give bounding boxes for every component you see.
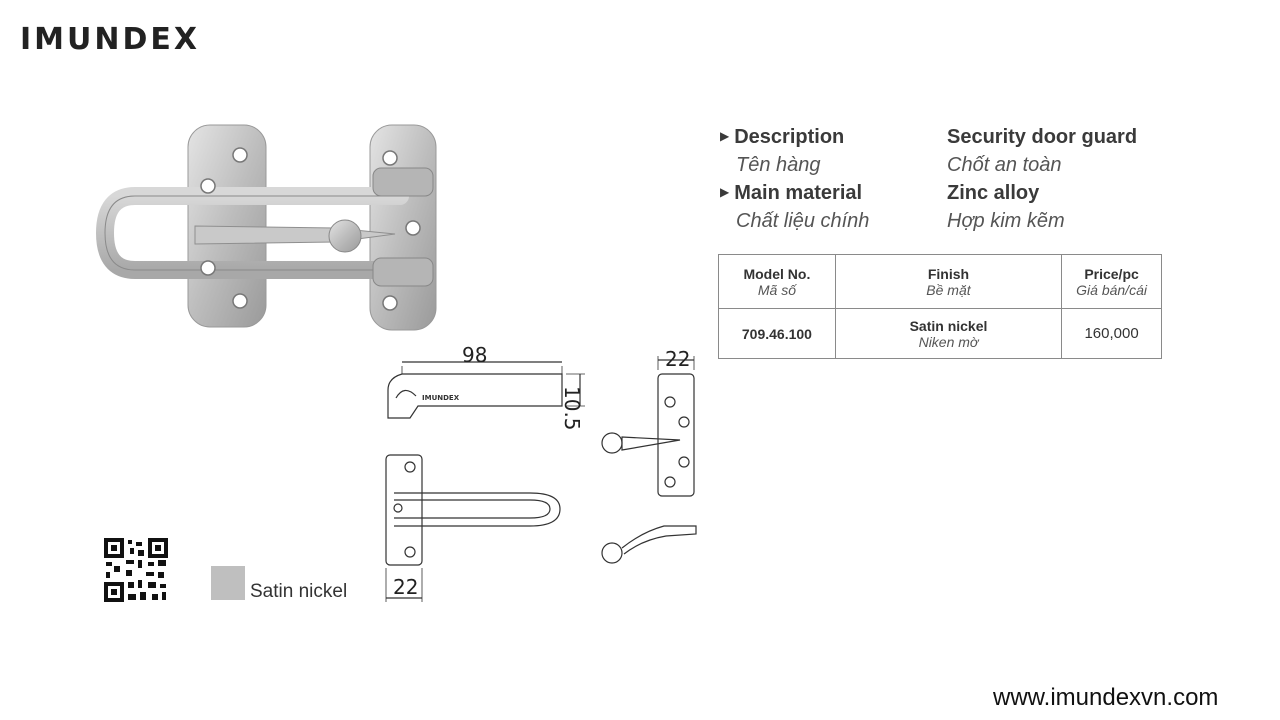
dimension-width-top: 22 [665, 347, 691, 371]
qr-code-icon [104, 538, 168, 602]
dimension-thickness: 10.5 [560, 386, 584, 431]
spec-description-value-vi: Chốt an toàn [947, 154, 1062, 176]
spec-description-label: ▶Description [720, 126, 845, 148]
engraving-text: IMUNDEX [422, 394, 460, 402]
finish-swatch-label: Satin nickel [250, 581, 348, 602]
spec-material-label-vi: Chất liệu chính [736, 210, 870, 232]
spec-material-value: Zinc alloy [947, 182, 1040, 204]
brand-logo: IMUNDEX [20, 22, 201, 57]
finish-color-swatch [211, 566, 245, 600]
website-url[interactable]: www.imundexvn.com [993, 684, 1219, 711]
spec-material-label: ▶Main material [720, 182, 863, 204]
spec-description-label-vi: Tên hàng [736, 154, 821, 176]
cell-price: 160,000 [1061, 308, 1162, 359]
spec-description-value: Security door guard [947, 126, 1138, 148]
dimension-length: 98 [462, 343, 488, 367]
product-photo [95, 124, 437, 331]
header-model: Model No.Mã số [718, 254, 836, 309]
triangle-right-icon: ▶ [720, 185, 730, 199]
dimension-width-bottom: 22 [393, 575, 419, 599]
technical-drawing: IMUNDEX [385, 356, 697, 602]
triangle-right-icon: ▶ [720, 129, 730, 143]
cell-model: 709.46.100 [718, 308, 836, 359]
spec-material-value-vi: Hợp kim kẽm [947, 210, 1065, 232]
